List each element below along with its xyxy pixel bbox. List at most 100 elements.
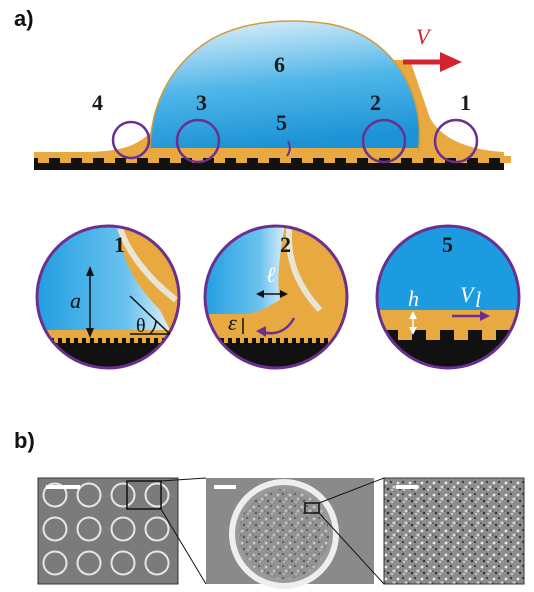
inset-3-title: 5 xyxy=(442,232,453,257)
label-1: 1 xyxy=(460,90,471,115)
substrate-post xyxy=(126,156,137,163)
inset-post xyxy=(118,338,122,343)
label-3: 3 xyxy=(196,90,207,115)
inset-post xyxy=(296,338,300,343)
oil-film xyxy=(150,148,418,154)
region-circle-2 xyxy=(361,118,407,164)
label-6: 6 xyxy=(274,52,285,77)
inset-post xyxy=(224,338,228,343)
substrate-post xyxy=(434,156,445,163)
zoom-line-1a xyxy=(160,477,207,482)
inset-post xyxy=(240,338,244,343)
symbol-a: a xyxy=(70,288,81,313)
inset-post xyxy=(30,338,34,343)
substrate-posts xyxy=(38,156,511,163)
label-4: 4 xyxy=(92,90,103,115)
inset-post xyxy=(134,338,138,343)
inset-post xyxy=(336,338,340,343)
inset-post xyxy=(352,338,356,343)
water-droplet xyxy=(149,20,421,153)
inset-post xyxy=(110,338,114,343)
inset-1: 1 a θ xyxy=(30,224,186,370)
zoom-box-2 xyxy=(304,502,320,514)
symbol-h: h xyxy=(408,286,419,311)
sem-image-post xyxy=(206,478,374,589)
inset-post xyxy=(182,338,186,343)
inset-post xyxy=(344,338,347,343)
inset-post xyxy=(426,330,440,340)
inset-post xyxy=(200,338,204,343)
substrate-post xyxy=(214,156,225,163)
substrate-post xyxy=(412,156,423,163)
substrate-post xyxy=(170,156,181,163)
substrate xyxy=(34,156,511,170)
substrate-post xyxy=(104,156,115,163)
inset-post xyxy=(482,330,496,340)
inset-post xyxy=(264,338,268,343)
inset-post xyxy=(174,338,178,343)
symbol-vl: V xyxy=(460,282,476,307)
inset-post xyxy=(86,338,90,343)
label-5: 5 xyxy=(276,110,287,135)
inset-post xyxy=(54,338,58,343)
inset-post xyxy=(208,338,212,343)
substrate-post xyxy=(280,156,291,163)
inset-post xyxy=(78,338,82,343)
zoom-line-2a xyxy=(318,477,385,504)
inset-post xyxy=(142,338,146,343)
inset-post xyxy=(312,338,316,343)
zoom-line-1b xyxy=(160,508,207,585)
inset-post xyxy=(377,330,384,340)
inset-post xyxy=(94,338,98,343)
inset-post xyxy=(280,338,284,343)
inset-post xyxy=(272,338,276,343)
inset-post xyxy=(126,338,130,343)
inset-post xyxy=(320,338,324,343)
inset-post xyxy=(70,338,74,343)
inset-post xyxy=(454,330,468,340)
inset-post xyxy=(304,338,308,343)
inset-3: 5 h V l xyxy=(375,224,521,370)
region-circle-1 xyxy=(433,118,479,164)
velocity-label: V xyxy=(416,24,432,49)
symbol-epsilon: ε xyxy=(228,310,237,335)
inset-post xyxy=(38,338,42,343)
substrate-post xyxy=(258,156,269,163)
inset-2-title: 2 xyxy=(280,232,291,257)
substrate-post xyxy=(478,156,489,163)
panel-a-label: a) xyxy=(14,6,34,31)
inset-1-title: 1 xyxy=(114,232,125,257)
inset-post xyxy=(232,338,236,343)
substrate-post xyxy=(302,156,313,163)
substrate-post xyxy=(82,156,93,163)
substrate-post xyxy=(456,156,467,163)
inset-post xyxy=(62,338,66,343)
velocity-arrow xyxy=(403,52,462,72)
zoom-box-1 xyxy=(126,480,162,510)
sem-image-array xyxy=(37,477,179,585)
substrate-post xyxy=(236,156,247,163)
inset-post xyxy=(288,338,292,343)
inset-post xyxy=(328,338,332,343)
region-circle-4 xyxy=(111,120,151,160)
panel-b-label: b) xyxy=(14,428,35,453)
substrate-post xyxy=(60,156,71,163)
substrate-post xyxy=(38,156,49,163)
zoom-line-2b xyxy=(318,512,385,585)
inset-post xyxy=(398,330,412,340)
substrate-post xyxy=(324,156,335,163)
inset-post xyxy=(256,338,260,343)
inset-post xyxy=(248,338,252,343)
symbol-vl-subscript: l xyxy=(475,287,481,312)
inset-post xyxy=(158,338,162,343)
substrate-post xyxy=(148,156,159,163)
film-marker xyxy=(286,140,291,157)
substrate-post xyxy=(192,156,203,163)
symbol-theta: θ xyxy=(136,315,146,337)
inset-2: 2 ℓ ε xyxy=(200,224,356,370)
substrate-post xyxy=(346,156,357,163)
inset-post xyxy=(150,338,154,343)
label-2: 2 xyxy=(370,90,381,115)
symbol-ell: ℓ xyxy=(266,262,276,287)
